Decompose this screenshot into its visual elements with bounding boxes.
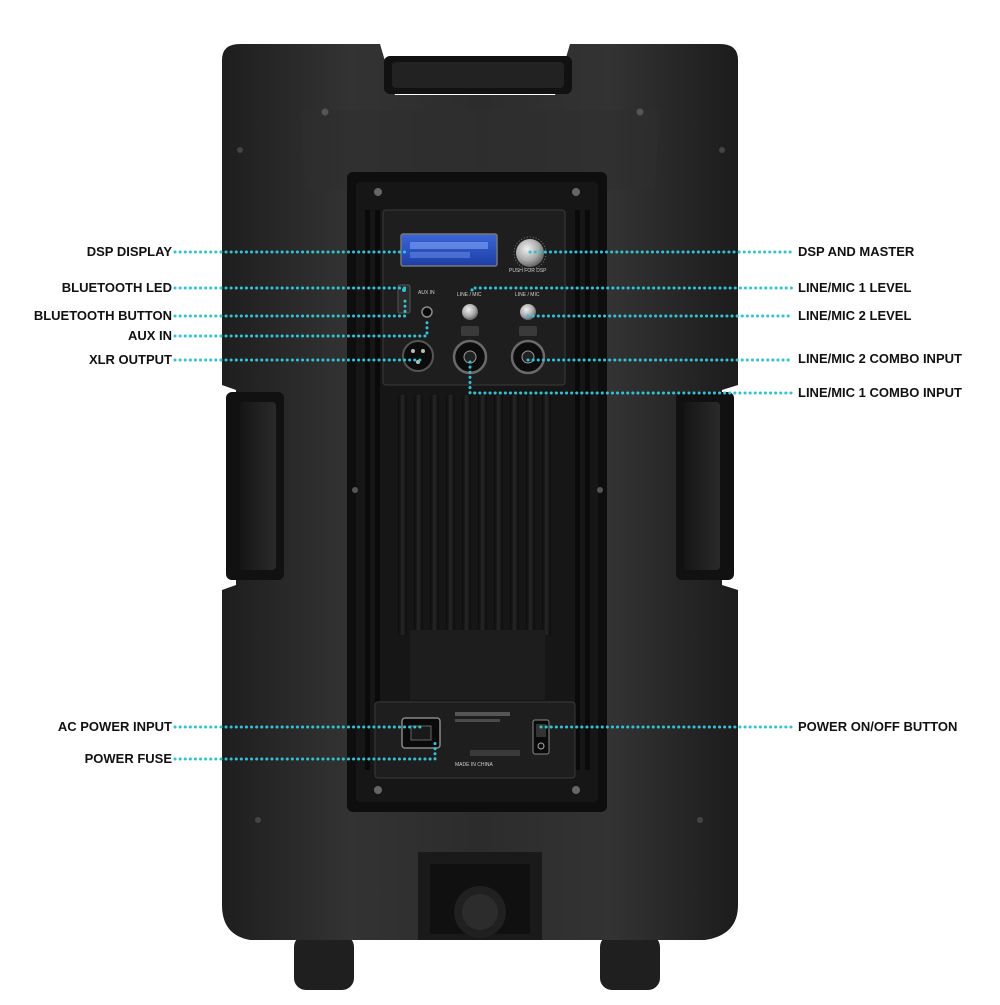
leader-power-fuse	[173, 738, 437, 761]
label-line-mic-2-combo-input: LINE/MIC 2 COMBO INPUT	[798, 351, 962, 366]
label-line-mic-1-combo-input: LINE/MIC 1 COMBO INPUT	[798, 385, 962, 400]
leader-line-mic-1-level	[470, 286, 794, 292]
label-xlr-output: XLR OUTPUT	[88, 352, 172, 367]
made-in-china-text: MADE IN CHINA	[455, 762, 493, 768]
bluetooth-button-control[interactable]	[397, 284, 411, 314]
label-power-fuse: POWER FUSE	[84, 751, 172, 766]
label-bluetooth-button: BLUETOOTH BUTTON	[33, 308, 172, 323]
line-mic-2-knob[interactable]	[520, 304, 536, 320]
label-dsp-and-master: DSP AND MASTER	[798, 244, 915, 259]
push-for-dsp-text: PUSH FOR DSP	[509, 268, 547, 274]
label-aux-in: AUX IN	[127, 328, 172, 343]
label-power-on-off-button: POWER ON/OFF BUTTON	[798, 719, 958, 734]
label-line-mic-1-level: LINE/MIC 1 LEVEL	[798, 280, 912, 295]
leader-bluetooth-button	[173, 298, 407, 318]
label-dsp-display: DSP DISPLAY	[86, 244, 172, 259]
aux-in-panel-text: AUX IN	[418, 290, 435, 296]
foot-right	[600, 935, 660, 990]
callout-leaders	[173, 250, 794, 761]
xlr-output-jack[interactable]	[402, 340, 434, 372]
aux-in-jack[interactable]	[421, 306, 433, 318]
control-plate	[382, 209, 566, 386]
label-bluetooth-led: BLUETOOTH LED	[61, 280, 172, 295]
line-mic-1-knob[interactable]	[462, 304, 478, 320]
foot-left	[294, 935, 354, 990]
line-mic-1-panel-text: LINE / MIC	[457, 292, 482, 298]
leader-aux-in	[173, 316, 429, 338]
label-ac-power-input: AC POWER INPUT	[57, 719, 172, 734]
line-mic-2-panel-text: LINE / MIC	[515, 292, 540, 298]
heatsink-fins	[365, 210, 590, 770]
leader-line-mic-1-combo	[468, 360, 794, 395]
dsp-display-screen	[400, 233, 498, 267]
label-line-mic-2-level: LINE/MIC 2 LEVEL	[798, 308, 912, 323]
